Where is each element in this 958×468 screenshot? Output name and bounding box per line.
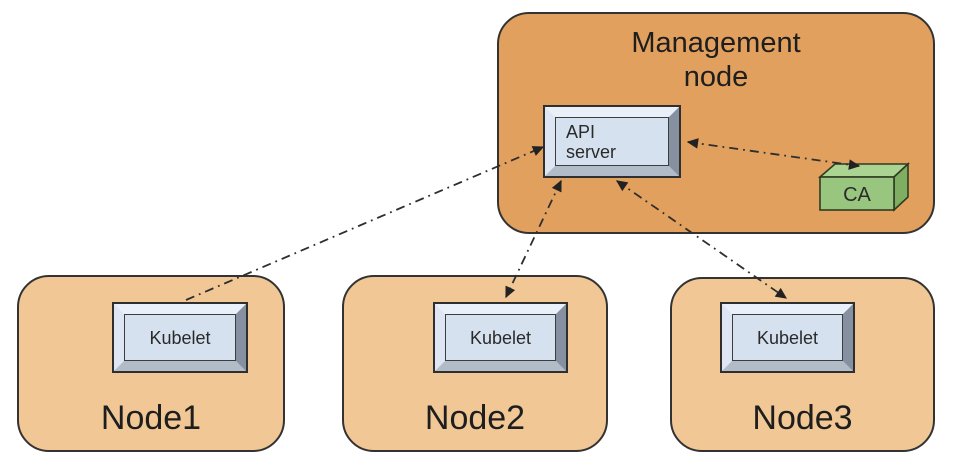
management-node: Management node API server CA: [497, 12, 935, 234]
kubelet-label-node2: Kubelet: [445, 314, 556, 361]
kubelet-box-node1: Kubelet: [112, 302, 248, 373]
kubelet-box-node2: Kubelet: [433, 302, 568, 373]
worker-node-3: Kubelet Node3: [670, 277, 935, 452]
worker-node-2-label: Node2: [424, 399, 526, 437]
api-server-label: API server: [555, 117, 669, 166]
kubelet-label-node3: Kubelet: [732, 314, 843, 361]
api-server-bevel: API server: [545, 107, 679, 176]
management-node-label: Management node: [631, 27, 801, 93]
worker-node-2: Kubelet Node2: [342, 275, 608, 452]
ca-box: CA: [817, 161, 911, 213]
ca-front-face: [819, 176, 895, 211]
kubelet-bevel: Kubelet: [722, 304, 853, 371]
ca-top-face: [817, 163, 911, 178]
worker-node-1-label: Node1: [100, 399, 202, 437]
ca-label: CA: [843, 184, 871, 206]
kubelet-bevel: Kubelet: [114, 304, 246, 371]
api-server-box: API server: [543, 105, 681, 178]
kubelet-box-node3: Kubelet: [720, 302, 855, 373]
ca-3d-shape: CA: [817, 162, 911, 212]
worker-node-3-label: Node3: [752, 399, 853, 437]
kubelet-label-node1: Kubelet: [124, 314, 236, 361]
kubelet-bevel: Kubelet: [435, 304, 566, 371]
worker-node-1: Kubelet Node1: [17, 275, 285, 452]
